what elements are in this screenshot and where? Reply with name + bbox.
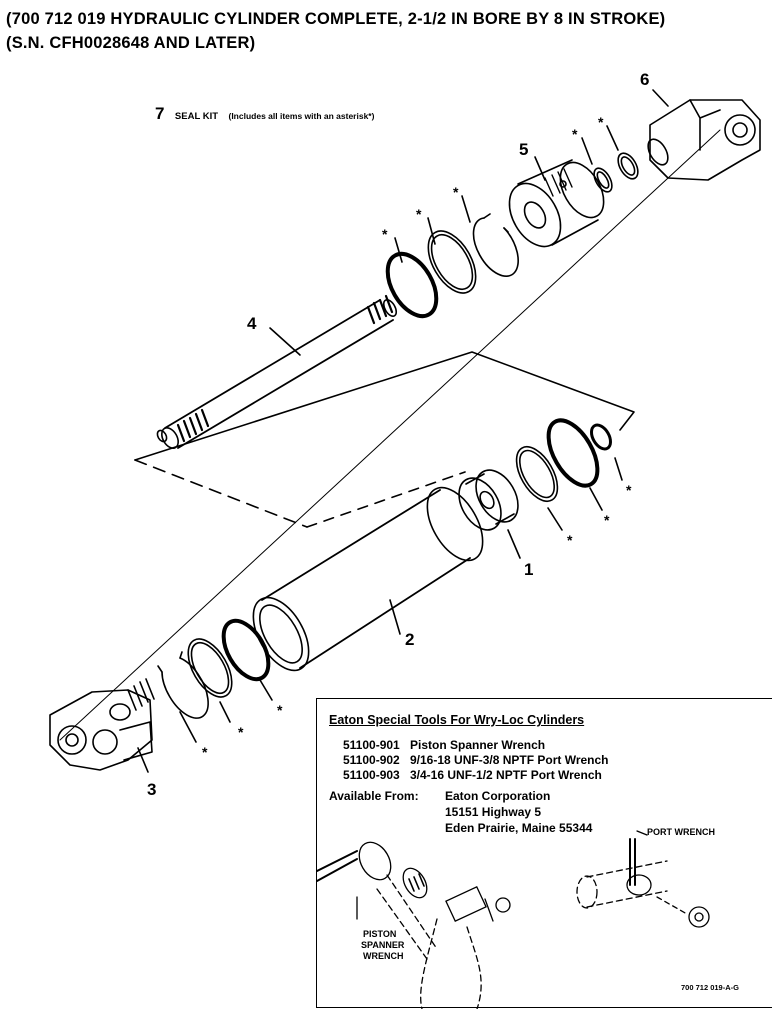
tool-row: 51100-901 Piston Spanner Wrench xyxy=(343,738,545,752)
asterisk-mark: * xyxy=(238,724,244,740)
callout-5: 5 xyxy=(519,140,529,159)
supplier-name: Eaton Corporation xyxy=(445,789,551,803)
asterisk-mark: * xyxy=(567,532,573,548)
rod-o-ring xyxy=(385,251,439,319)
asterisk-mark: * xyxy=(626,482,632,498)
asterisk-mark: * xyxy=(416,206,422,222)
callout-2: 2 xyxy=(405,630,415,649)
asterisk-mark: * xyxy=(453,184,459,200)
figure-id: 700 712 019-A-G xyxy=(681,983,739,992)
seal-kit-note: (Includes all items with an asterisk*) xyxy=(228,111,375,121)
supplier-city: Eden Prairie, Maine 55344 xyxy=(445,821,593,835)
backup-ring xyxy=(427,230,477,294)
asterisk-mark: * xyxy=(598,114,604,130)
tool-name: Piston Spanner Wrench xyxy=(410,738,546,752)
callout-3: 3 xyxy=(147,780,157,799)
page-subtitle: (S.N. CFH0028648 AND LATER) xyxy=(6,34,256,52)
rod-seal xyxy=(617,152,639,180)
barrel-backup-ring xyxy=(187,638,233,698)
barrel-o-ring xyxy=(221,618,271,682)
asterisk-mark: * xyxy=(572,126,578,142)
tools-heading: Eaton Special Tools For Wry-Loc Cylinder… xyxy=(329,713,585,727)
tool-row: 51100-902 9/16-18 UNF-3/8 NPTF Port Wrenc… xyxy=(343,753,609,767)
page-title: (700 712 019 HYDRAULIC CYLINDER COMPLETE… xyxy=(6,10,666,28)
callout-6: 6 xyxy=(640,70,650,89)
callout-4: 4 xyxy=(247,314,257,333)
tool-name: 3/4-16 UNF-1/2 NPTF Port Wrench xyxy=(410,768,602,782)
port-wrench-label: PORT WRENCH xyxy=(647,827,715,837)
retaining-ring-upper xyxy=(472,217,519,277)
asterisk-mark: * xyxy=(382,226,388,242)
tool-part-number: 51100-901 xyxy=(343,738,400,752)
port-wrench-illustration xyxy=(576,830,710,928)
special-tools-box: Eaton Special Tools For Wry-Loc Cylinder… xyxy=(316,698,772,1009)
rod-plane-dashed-edge-2 xyxy=(306,471,466,528)
tool-part-number: 51100-902 xyxy=(343,753,400,767)
assembly-axis-line xyxy=(59,129,721,741)
rod-clevis xyxy=(647,99,761,181)
tool-part-number: 51100-903 xyxy=(343,768,400,782)
piston-wrench-label-line2: SPANNER xyxy=(361,940,405,950)
base-clevis xyxy=(49,678,155,771)
seal-kit-number: 7 xyxy=(155,104,165,123)
asterisk-mark: * xyxy=(604,512,610,528)
asterisk-mark: * xyxy=(277,702,283,718)
rod-plane-dashed-edge xyxy=(134,459,308,528)
available-from-label: Available From: xyxy=(329,789,419,803)
gland xyxy=(508,159,605,248)
cylinder-barrel xyxy=(252,486,484,672)
retaining-ring-lower xyxy=(161,657,209,719)
piston-wrench-label-line1: PISTON xyxy=(363,929,397,939)
piston-spanner-wrench-illustration xyxy=(317,841,511,1009)
rod-plane-outline xyxy=(134,351,635,461)
piston-wrench-label-line3: WRENCH xyxy=(363,951,404,961)
tool-row: 51100-903 3/4-16 UNF-1/2 NPTF Port Wrench xyxy=(343,768,602,782)
seal-kit-title: SEAL KIT xyxy=(174,111,219,122)
small-o-ring xyxy=(590,423,612,451)
tool-name: 9/16-18 UNF-3/8 NPTF Port Wrench xyxy=(410,753,609,767)
leader-4 xyxy=(269,327,301,356)
supplier-street: 15151 Highway 5 xyxy=(445,805,542,819)
seal-kit-label: 7 SEAL KIT (Includes all items with an a… xyxy=(155,104,374,124)
wiper-seal xyxy=(593,167,613,193)
tool-illustrations xyxy=(317,830,710,1009)
piston-rod xyxy=(156,294,398,449)
piston-seal-ring xyxy=(515,446,559,502)
asterisk-mark: * xyxy=(202,744,208,760)
callout-1: 1 xyxy=(524,560,534,579)
piston-o-ring xyxy=(546,418,600,488)
piston xyxy=(458,469,519,531)
